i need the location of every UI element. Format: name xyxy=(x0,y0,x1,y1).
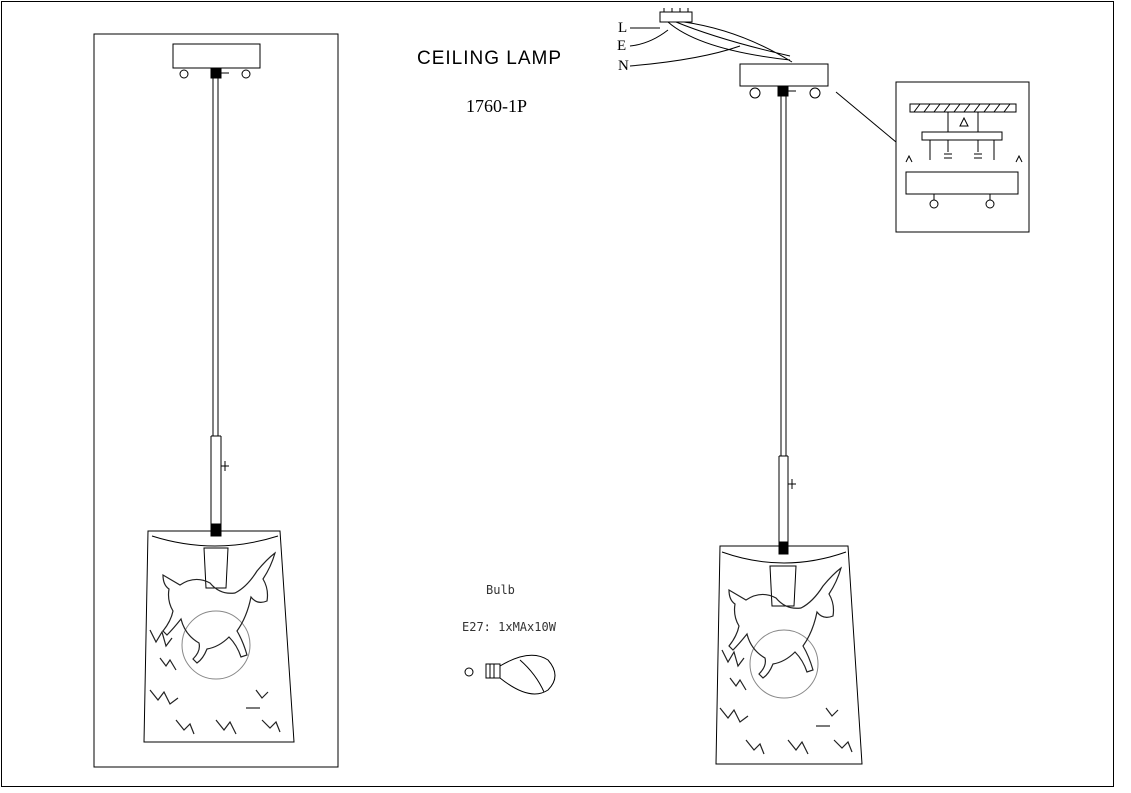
right-rod xyxy=(780,96,787,456)
right-canopy-screw xyxy=(809,87,821,99)
wire-leader-lines xyxy=(629,27,741,67)
right-rod-collar xyxy=(778,541,789,555)
detail-bracket xyxy=(921,131,1003,141)
left-horse-pattern xyxy=(149,551,281,735)
right-socket xyxy=(769,565,797,607)
bulb-thread-icon xyxy=(489,664,495,678)
left-bulb-outline xyxy=(181,610,251,680)
detail-canopy-screw-stems xyxy=(933,194,991,200)
right-canopy-clamp xyxy=(777,85,789,97)
bulb-glass-icon xyxy=(499,654,556,695)
left-canopy-screw xyxy=(179,69,189,79)
left-view-frame xyxy=(93,33,339,768)
terminal-screws xyxy=(663,8,689,12)
right-canopy xyxy=(739,63,829,87)
detail-bolts xyxy=(947,112,979,132)
left-rod xyxy=(212,78,219,436)
right-shade-rim xyxy=(721,551,847,564)
left-canopy-clamp xyxy=(210,67,222,79)
left-rod-screw xyxy=(221,461,229,471)
wire-label-live: L xyxy=(618,20,628,36)
detail-canopy xyxy=(905,171,1019,195)
right-canopy-screw xyxy=(749,87,761,99)
left-lamp-view xyxy=(93,33,339,768)
bulb-label: Bulb xyxy=(486,583,515,597)
detail-bracket-screws xyxy=(929,140,995,160)
detail-ceiling-hatch xyxy=(913,103,1011,113)
power-wires xyxy=(667,21,793,63)
bulb-filament-icon xyxy=(519,659,545,693)
detail-canopy-screw xyxy=(985,199,995,209)
detail-nuts xyxy=(944,153,982,159)
right-bulb-outline xyxy=(749,629,819,699)
detail-frame xyxy=(895,81,1030,233)
detail-leader-line xyxy=(835,91,897,143)
terminal-block xyxy=(659,11,693,23)
detail-canopy-screw xyxy=(929,199,939,209)
wire-label-neutral: N xyxy=(618,58,629,74)
sheet-border xyxy=(1,1,1114,787)
detail-up-arrow-icon xyxy=(959,116,969,127)
right-lamp-view xyxy=(629,8,863,765)
left-socket xyxy=(203,547,229,589)
right-rod-screw xyxy=(788,479,796,489)
right-lamp-shade xyxy=(715,545,863,765)
left-canopy-screw xyxy=(241,69,251,79)
model-number: 1760-1P xyxy=(466,96,528,116)
right-horse-pattern xyxy=(719,566,853,755)
bulb-icon xyxy=(464,654,556,695)
left-rod-lower xyxy=(210,435,222,524)
left-shade-rim xyxy=(151,535,279,547)
left-canopy xyxy=(172,43,261,69)
left-rod-collar xyxy=(210,523,222,537)
left-lamp-shade xyxy=(143,530,295,743)
detail-side-arrows-icon xyxy=(905,154,1023,163)
wire-label-earth: E xyxy=(617,38,627,54)
drawing-title: CEILING LAMP xyxy=(417,48,563,69)
detail-ceiling xyxy=(909,103,1017,113)
bulb-pin-icon xyxy=(464,667,474,677)
mounting-detail xyxy=(835,81,1030,233)
bulb-base-icon xyxy=(485,663,501,679)
bulb-spec: E27: 1xMAx10W xyxy=(462,620,556,634)
right-rod-lower xyxy=(778,455,789,542)
